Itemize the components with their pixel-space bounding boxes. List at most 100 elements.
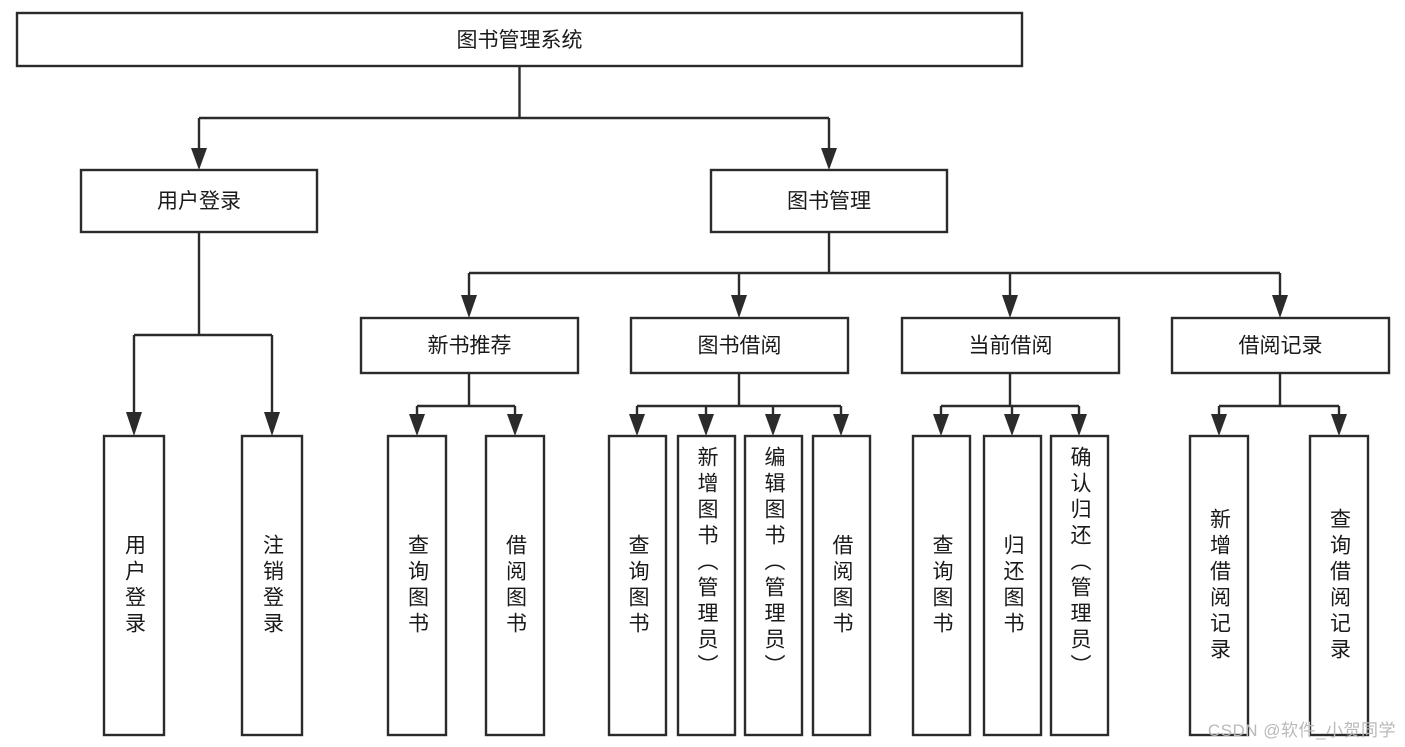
leaf-current-confirm-return[interactable]: 确认归还（管理员） (1049, 434, 1110, 737)
node-borrow-record-box[interactable] (1170, 316, 1391, 375)
leaf-recommend-query-book[interactable]: 查询图书 (386, 434, 448, 737)
leaf-borrow-query-book[interactable]: 查询图书 (607, 434, 668, 737)
node-current-borrow[interactable]: 当前借阅 (900, 316, 1121, 375)
leaf-record-add-box[interactable] (1188, 434, 1250, 737)
leaf-current-confirm-return-label: 确认归还（管理员） (1068, 446, 1091, 680)
leaf-borrow-query-book-textwrap: 查询图书 (609, 436, 666, 735)
arrow-to-book-manage (821, 148, 837, 170)
leaf-recommend-query-book-label: 查询图书 (405, 533, 429, 638)
leaf-user-logout[interactable]: 注销登录 (240, 434, 304, 737)
node-group: 图书管理系统 用户登录 图书管理 新书推荐 图书借阅 (15, 11, 1391, 737)
node-new-book-recommend[interactable]: 新书推荐 (359, 316, 580, 375)
node-root[interactable]: 图书管理系统 (15, 11, 1024, 68)
arrow-current-query-book (933, 414, 949, 436)
leaf-current-return-book-textwrap: 归还图书 (984, 436, 1041, 735)
leaf-recommend-query-book-box[interactable] (386, 434, 448, 737)
leaf-current-confirm-return-vtext-container: 确认归还（管理员） (1051, 436, 1108, 735)
node-user-login-box[interactable] (79, 168, 319, 234)
leaf-recommend-query-book-vtext-container: 查询图书 (388, 436, 446, 735)
arrow-current-return-book (1004, 414, 1020, 436)
arrow-current-confirm-return (1071, 414, 1087, 436)
node-current-borrow-box[interactable] (900, 316, 1121, 375)
leaf-current-return-book-label: 归还图书 (1001, 533, 1024, 638)
node-user-login-label: 用户登录 (157, 190, 241, 213)
arrow-record-add (1211, 414, 1227, 436)
leaf-borrow-edit-book-box[interactable] (743, 434, 804, 737)
leaf-current-return-book[interactable]: 归还图书 (982, 434, 1043, 737)
node-borrow-record-label: 借阅记录 (1239, 335, 1323, 358)
leaf-borrow-edit-book-vtext-container: 编辑图书（管理员） (745, 436, 802, 735)
arrow-to-user-login (191, 148, 207, 170)
leaf-borrow-borrow-book[interactable]: 借阅图书 (811, 434, 872, 737)
leaf-borrow-add-book-label: 新增图书（管理员） (695, 446, 718, 680)
leaf-user-login-vtext-container: 用户登录 (104, 436, 164, 735)
leaf-current-query-book-vtext-container: 查询图书 (913, 436, 970, 735)
leaf-borrow-edit-book[interactable]: 编辑图书（管理员） (743, 434, 804, 737)
node-book-manage[interactable]: 图书管理 (709, 168, 949, 234)
leaf-borrow-add-book[interactable]: 新增图书（管理员） (676, 434, 737, 737)
leaf-record-add-vtext-container: 新增借阅记录 (1190, 436, 1248, 735)
leaf-recommend-borrow-book[interactable]: 借阅图书 (484, 434, 546, 737)
arrow-borrow-query-book (629, 414, 645, 436)
leaf-borrow-add-book-textwrap: 新增图书（管理员） (695, 446, 718, 680)
arrow-recommend-borrow-book (507, 414, 523, 436)
leaf-borrow-query-book-vtext-container: 查询图书 (609, 436, 666, 735)
arrow-to-new-book-recommend (461, 295, 477, 318)
leaf-recommend-borrow-book-box[interactable] (484, 434, 546, 737)
leaf-record-query-vtext-container: 查询借阅记录 (1310, 436, 1368, 735)
leaf-current-confirm-return-textwrap: 确认归还（管理员） (1051, 436, 1108, 735)
leaf-current-query-book-label: 查询图书 (930, 533, 953, 638)
node-book-borrow-box[interactable] (629, 316, 850, 375)
arrow-user-logout-leaf (264, 412, 280, 436)
leaf-user-login[interactable]: 用户登录 (102, 434, 166, 737)
leaf-borrow-borrow-book-label: 借阅图书 (830, 533, 853, 638)
leaf-record-add-label: 新增借阅记录 (1207, 507, 1231, 664)
leaf-user-login-box[interactable] (102, 434, 166, 737)
arrow-borrow-borrow-book (833, 414, 849, 436)
leaf-record-query-textwrap: 查询借阅记录 (1310, 436, 1368, 735)
arrow-borrow-edit-book (765, 414, 781, 436)
leaf-recommend-borrow-book-vtext-container: 借阅图书 (486, 436, 544, 735)
leaf-current-return-book-vtext-container: 归还图书 (984, 436, 1041, 735)
node-new-book-recommend-box[interactable] (359, 316, 580, 375)
leaf-record-query-label: 查询借阅记录 (1327, 507, 1351, 664)
leaf-borrow-add-book-box[interactable] (676, 434, 737, 737)
leaf-current-return-book-box[interactable] (982, 434, 1043, 737)
leaf-current-query-book[interactable]: 查询图书 (911, 434, 972, 737)
node-book-borrow-label: 图书借阅 (698, 335, 782, 358)
node-root-box[interactable] (15, 11, 1024, 68)
leaf-borrow-borrow-book-box[interactable] (811, 434, 872, 737)
arrow-to-book-borrow (731, 295, 747, 318)
node-book-borrow[interactable]: 图书借阅 (629, 316, 850, 375)
leaf-user-logout-vtext-container: 注销登录 (242, 436, 302, 735)
leaf-record-add[interactable]: 新增借阅记录 (1188, 434, 1250, 737)
node-new-book-recommend-label: 新书推荐 (428, 335, 512, 358)
leaf-user-logout-box[interactable] (240, 434, 304, 737)
leaf-borrow-edit-book-textwrap: 编辑图书（管理员） (745, 436, 802, 735)
leaf-borrow-edit-book-label: 编辑图书（管理员） (762, 446, 785, 680)
node-current-borrow-label: 当前借阅 (969, 335, 1053, 358)
arrow-record-query (1331, 414, 1347, 436)
leaf-record-query[interactable]: 查询借阅记录 (1308, 434, 1370, 737)
leaf-recommend-query-book-textwrap: 查询图书 (388, 436, 446, 735)
leaf-record-add-textwrap: 新增借阅记录 (1190, 436, 1248, 735)
arrow-recommend-query-book (409, 414, 425, 436)
leaf-current-query-book-textwrap: 查询图书 (913, 436, 970, 735)
leaf-user-login-label: 用户登录 (122, 533, 146, 638)
arrow-user-login-leaf (126, 412, 142, 436)
leaf-record-query-box[interactable] (1308, 434, 1370, 737)
node-root-label: 图书管理系统 (457, 29, 583, 52)
leaf-borrow-query-book-box[interactable] (607, 434, 668, 737)
leaf-borrow-borrow-book-textwrap: 借阅图书 (830, 533, 853, 638)
arrow-to-borrow-record (1272, 295, 1288, 318)
node-book-manage-label: 图书管理 (787, 190, 871, 213)
node-user-login[interactable]: 用户登录 (79, 168, 319, 234)
node-book-manage-box[interactable] (709, 168, 949, 234)
leaf-user-logout-label: 注销登录 (260, 533, 284, 638)
leaf-borrow-query-book-label: 查询图书 (626, 533, 649, 638)
node-borrow-record[interactable]: 借阅记录 (1170, 316, 1391, 375)
leaf-current-confirm-return-box[interactable] (1049, 434, 1110, 737)
leaf-current-query-book-box[interactable] (911, 434, 972, 737)
